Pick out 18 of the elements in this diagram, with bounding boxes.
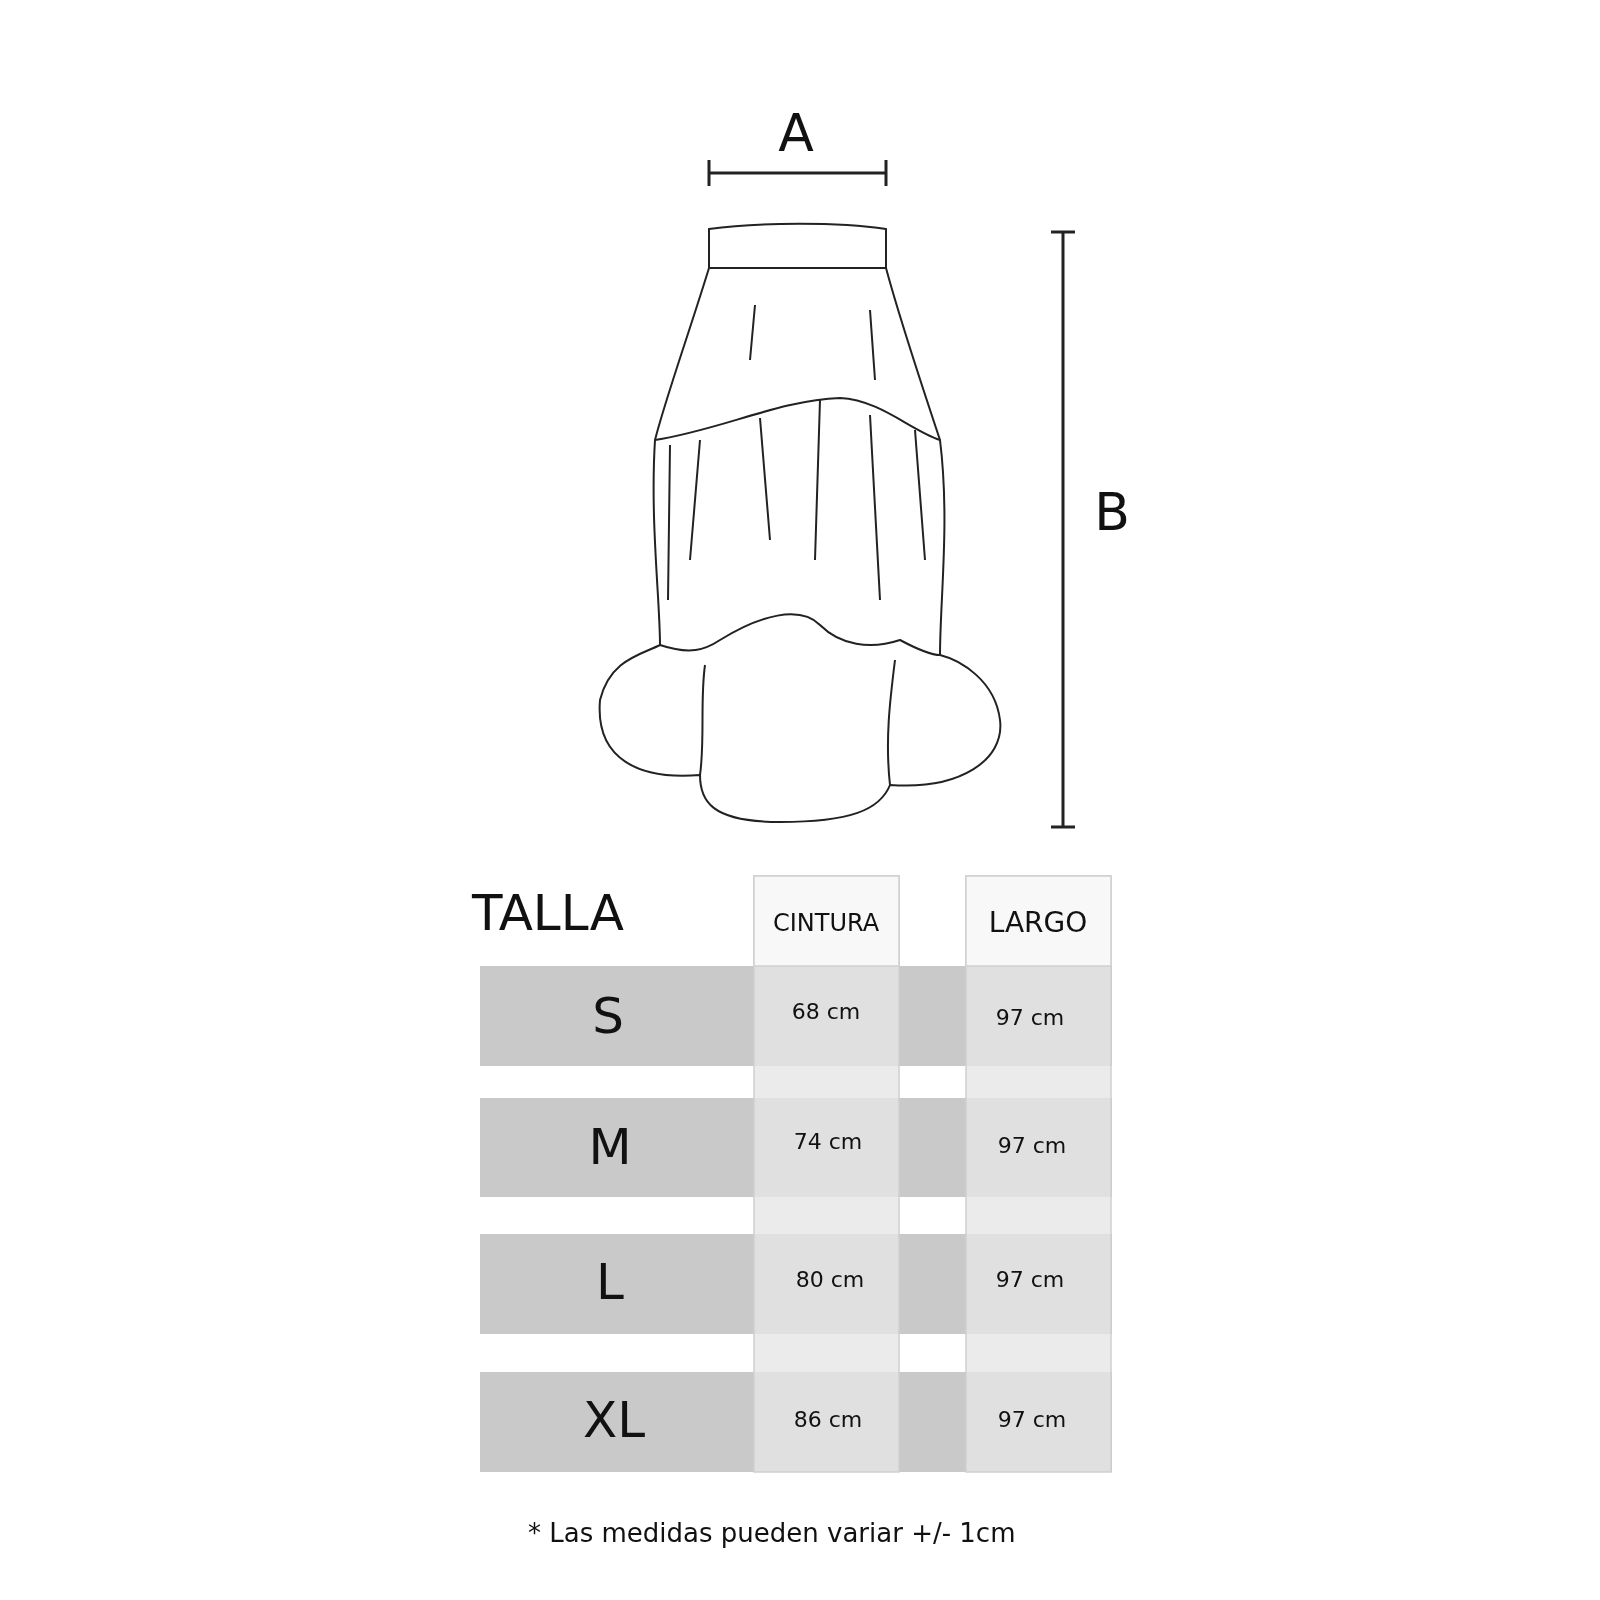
footnote: * Las medidas pueden variar +/- 1cm bbox=[528, 1520, 1016, 1546]
size-label: XL bbox=[582, 1395, 646, 1445]
table-header: LARGO bbox=[988, 909, 1088, 937]
table-header: CINTURA bbox=[772, 911, 880, 935]
measurement-value: 86 cm bbox=[793, 1409, 863, 1431]
table-header: TALLA bbox=[472, 888, 624, 938]
measurement-value: 74 cm bbox=[793, 1131, 863, 1153]
size-label: L bbox=[596, 1257, 624, 1307]
measurement-value: 80 cm bbox=[795, 1269, 865, 1291]
dimension-label: A bbox=[778, 107, 814, 159]
measurement-value: 97 cm bbox=[995, 1269, 1065, 1291]
measurement-value: 68 cm bbox=[791, 1001, 861, 1023]
measurement-value: 97 cm bbox=[995, 1007, 1065, 1029]
size-label: S bbox=[592, 991, 624, 1041]
size-label: M bbox=[588, 1122, 632, 1172]
measurement-value: 97 cm bbox=[997, 1135, 1067, 1157]
dimension-label: B bbox=[1094, 486, 1130, 538]
measurement-value: 97 cm bbox=[997, 1409, 1067, 1431]
